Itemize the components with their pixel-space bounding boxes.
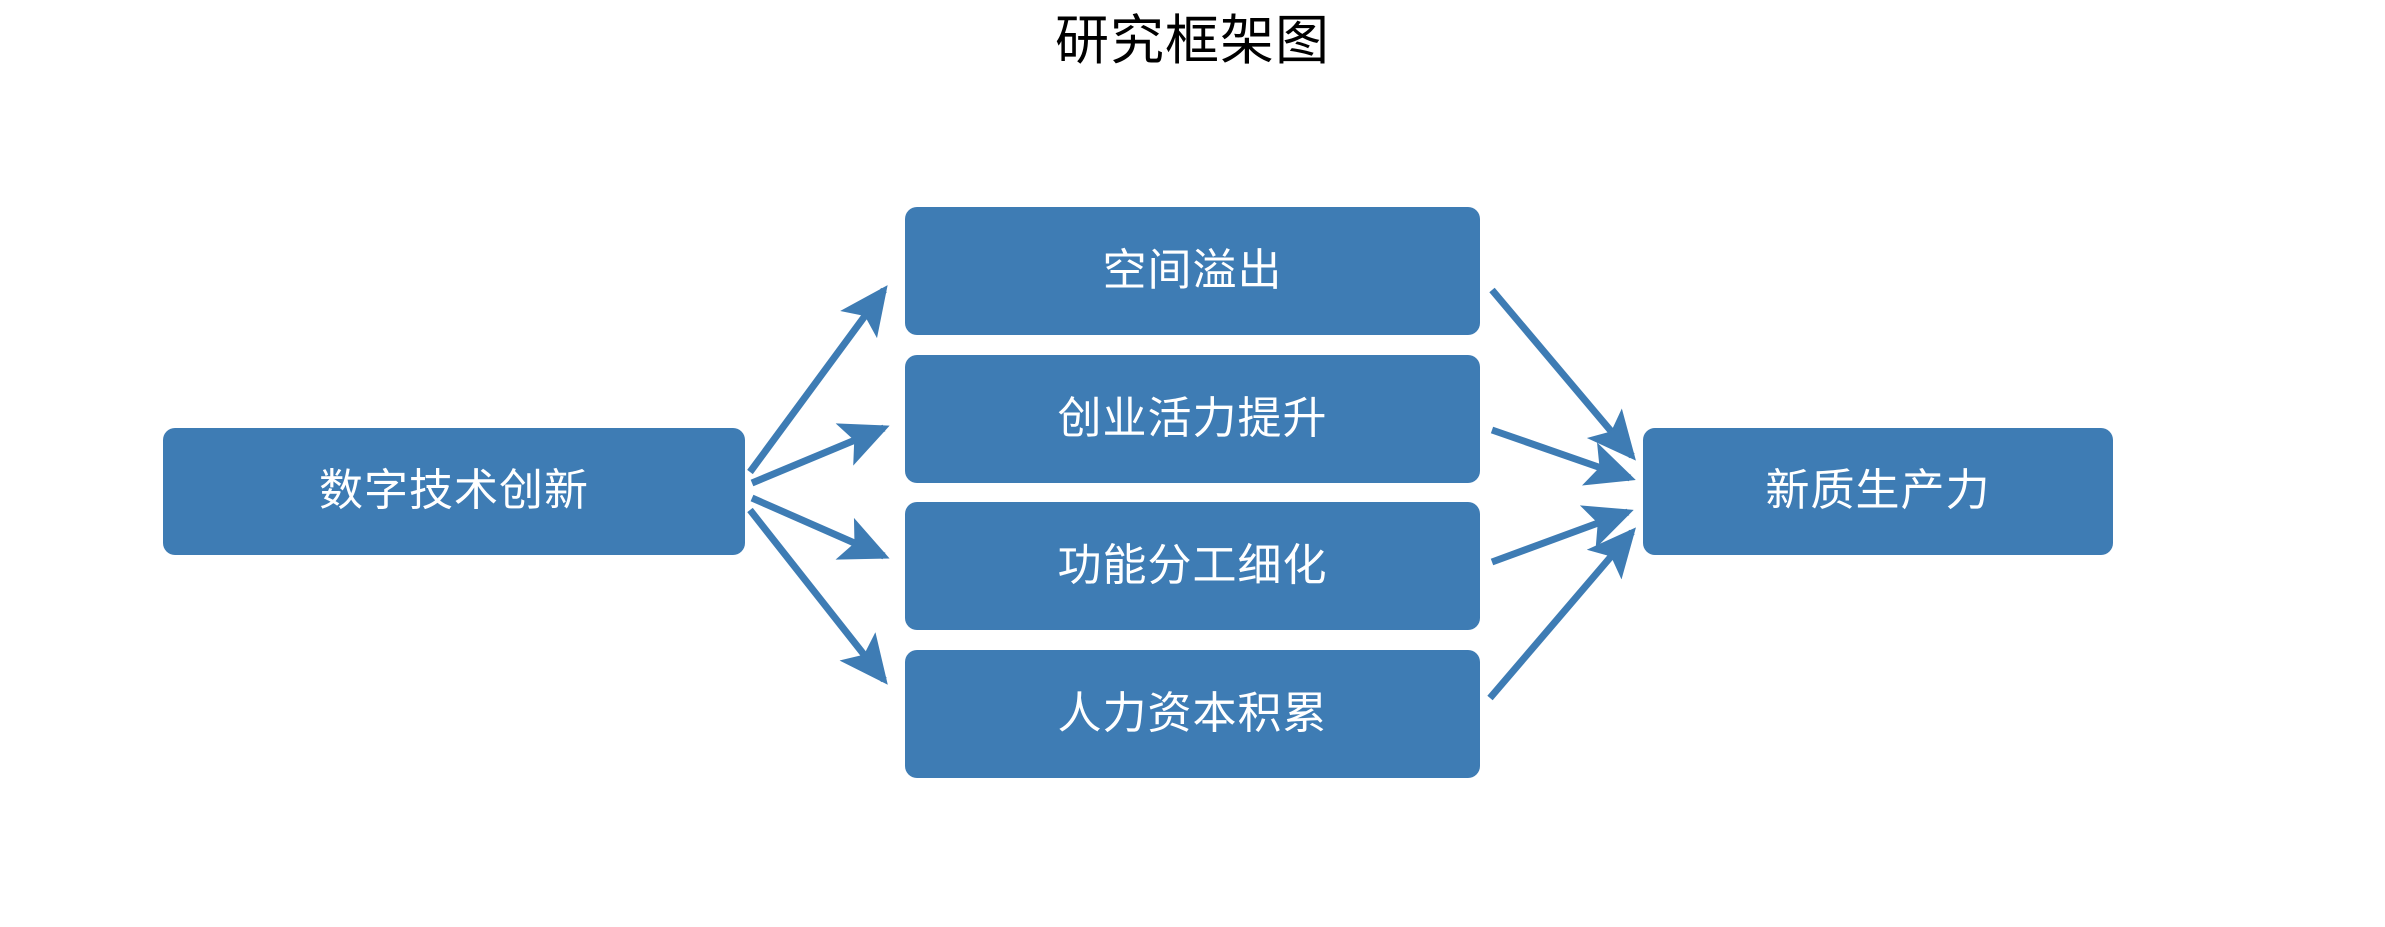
edge-mediator-2-to-target bbox=[1490, 426, 1636, 486]
node-mediator-3-label: 功能分工细化 bbox=[1057, 540, 1328, 590]
node-mediator-2[interactable]: 创业活力提升 bbox=[905, 355, 1480, 483]
node-source[interactable]: 数字技术创新 bbox=[163, 428, 745, 555]
node-target-label: 新质生产力 bbox=[1765, 466, 1991, 516]
node-mediator-3[interactable]: 功能分工细化 bbox=[905, 502, 1480, 630]
node-mediator-2-label: 创业活力提升 bbox=[1057, 393, 1328, 443]
node-mediator-1[interactable]: 空间溢出 bbox=[905, 207, 1480, 335]
edge-source-to-mediator-4 bbox=[747, 507, 888, 685]
node-mediator-4[interactable]: 人力资本积累 bbox=[905, 650, 1480, 778]
edge-source-to-mediator-2 bbox=[750, 423, 890, 487]
node-mediator-4-label: 人力资本积累 bbox=[1057, 688, 1328, 738]
edge-mediator-4-to-target bbox=[1487, 527, 1636, 701]
edges-mediators-to-target bbox=[1487, 287, 1636, 701]
edges-source-to-mediators bbox=[747, 285, 890, 685]
node-source-label: 数字技术创新 bbox=[319, 466, 589, 516]
node-target[interactable]: 新质生产力 bbox=[1643, 428, 2113, 555]
page-title: 研究框架图 bbox=[1055, 11, 1330, 71]
edge-mediator-1-to-target bbox=[1489, 287, 1636, 461]
edge-source-to-mediator-3 bbox=[750, 494, 890, 560]
edge-source-to-mediator-1 bbox=[747, 285, 888, 475]
edge-mediator-3-to-target bbox=[1490, 505, 1634, 566]
node-mediator-1-label: 空间溢出 bbox=[1102, 245, 1283, 295]
